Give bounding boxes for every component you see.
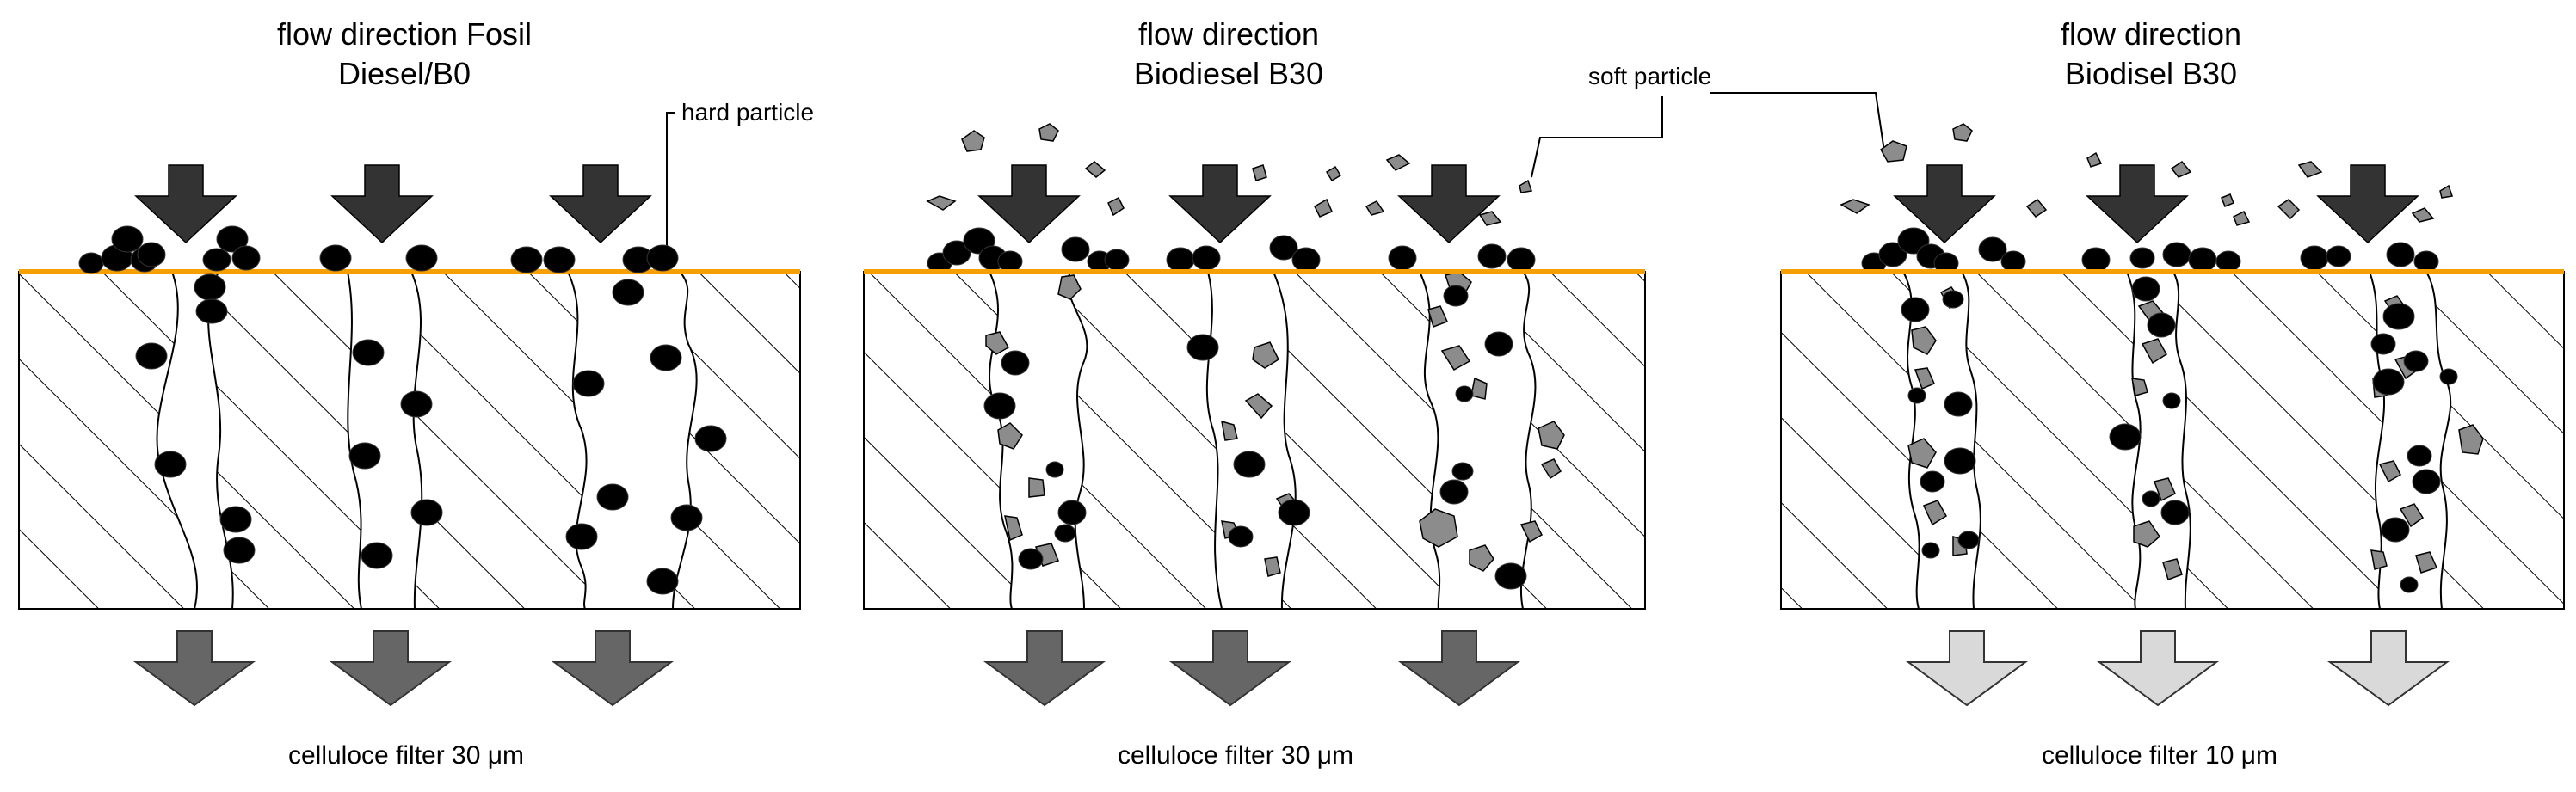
down-arrow-icon (134, 164, 237, 244)
outlet-arrows (983, 630, 1521, 707)
down-arrow-icon (983, 630, 1106, 707)
down-arrow-icon (132, 630, 256, 707)
panel-caption: celluloce filter 10 μm (2042, 741, 2277, 770)
soft-particles-trapped (1907, 286, 2484, 580)
down-arrow-icon (551, 630, 675, 707)
down-arrow-icon (549, 164, 652, 244)
down-arrow-icon (329, 630, 453, 707)
panel-title-line1: flow direction Fosil (277, 16, 532, 52)
down-arrow-icon (2326, 630, 2450, 707)
panel-caption: celluloce filter 30 μm (1118, 741, 1353, 770)
down-arrow-icon (2096, 630, 2220, 707)
soft-particles-inflow (926, 123, 1532, 226)
down-arrow-icon (1168, 164, 1272, 244)
hard-particle-leader-line (666, 112, 675, 249)
panel-title-line1: flow direction (2061, 16, 2241, 52)
panel-biodiesel-b30-10um: flow direction Biodisel B30 (1780, 16, 2565, 770)
down-arrow-icon (1905, 630, 2029, 707)
soft-particles-inflow (1840, 123, 2453, 226)
pore-channels (988, 272, 1537, 609)
down-arrow-icon (1168, 630, 1292, 707)
soft-particle-leader-line (1531, 96, 1663, 178)
outlet-arrows (1905, 630, 2450, 707)
hard-particle-label: hard particle (681, 99, 814, 126)
down-arrow-icon (2316, 164, 2419, 244)
hard-particles (78, 225, 727, 595)
inlet-arrows (134, 164, 652, 244)
hard-particles (927, 227, 1536, 590)
panel-biodiesel-b30-30um: flow direction Biodiesel B30 soft partic… (863, 16, 1885, 770)
down-arrow-icon (330, 164, 434, 244)
down-arrow-icon (1397, 164, 1501, 244)
panel-title-line2: Biodiesel B30 (1134, 56, 1323, 91)
panel-caption: celluloce filter 30 μm (288, 741, 524, 770)
soft-particle-leader-line-right (1710, 92, 1885, 152)
down-arrow-icon (1893, 164, 1996, 244)
down-arrow-icon (1397, 630, 1521, 707)
outlet-arrows (132, 630, 675, 707)
panel-fossil-diesel: flow direction Fosil Diesel/B0 hard part… (18, 16, 814, 770)
panel-title-line2: Biodisel B30 (2065, 56, 2237, 91)
inlet-arrows (1893, 164, 2419, 244)
down-arrow-icon (2086, 164, 2189, 244)
down-arrow-icon (977, 164, 1081, 244)
soft-particle-label: soft particle (1588, 63, 1711, 89)
hard-particles (1861, 227, 2458, 593)
panel-title-line2: Diesel/B0 (338, 56, 471, 91)
inlet-arrows (977, 164, 1501, 244)
panel-title-line1: flow direction (1138, 16, 1319, 52)
